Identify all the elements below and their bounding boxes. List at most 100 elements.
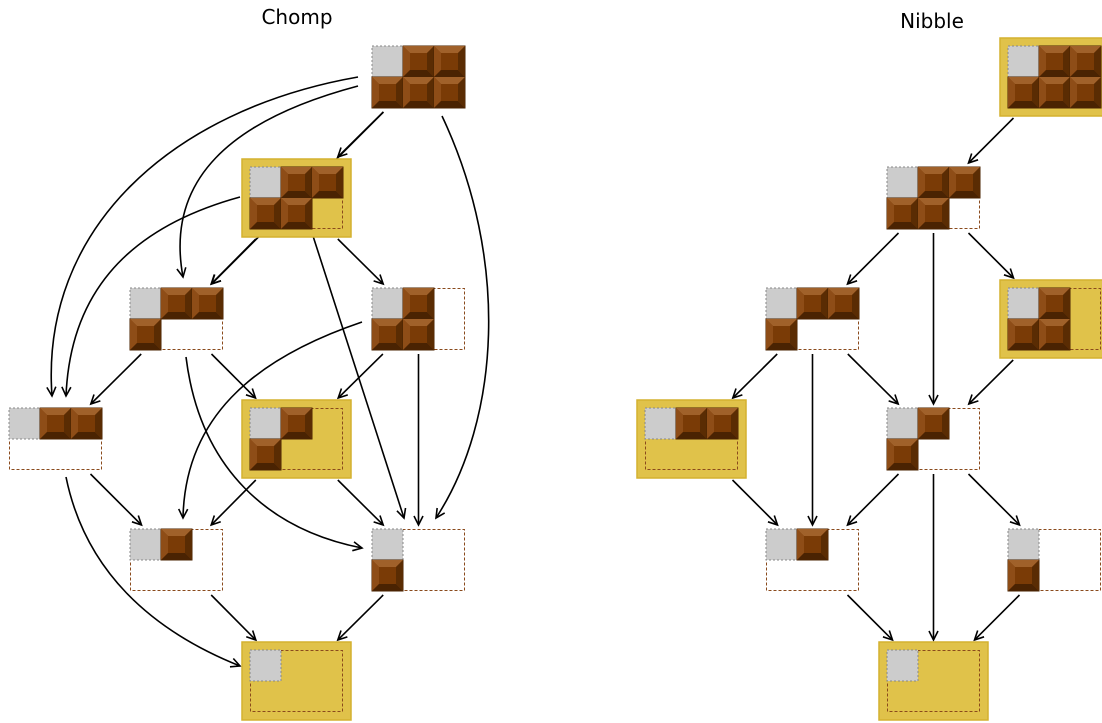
chocolate-square [886,438,919,471]
chocolate-square [917,407,950,440]
chocolate-square [70,407,103,440]
move-arrow-c4-c6 [89,473,143,527]
chocolate-square [249,438,282,471]
chocolate-square [706,407,739,440]
chocolate-square [280,407,313,440]
poison-square [371,45,404,78]
chocolate-square [1069,45,1102,78]
chocolate-square [433,76,466,109]
chocolate-square [371,318,404,351]
move-arrow-c2-c7 [185,356,364,552]
position-node-n2 [765,287,860,351]
move-arrow-n3-n5 [967,359,1014,406]
chocolate-square [371,76,404,109]
move-arrow-c7-c8 [336,594,384,642]
chocolate-square [129,318,162,351]
chocolate-square [1007,559,1040,592]
poison-square [249,166,282,199]
chocolate-square [249,197,282,230]
poison-square [8,407,41,440]
position-node-n3 [999,279,1102,359]
chocolate-square [371,559,404,592]
move-arrow-c2-c4 [89,353,142,406]
position-node-n7 [1007,528,1101,592]
poison-square [249,407,282,440]
position-node-c0 [371,45,466,109]
position-node-n6 [765,528,859,591]
poison-square [765,287,798,320]
chocolate-square [1007,318,1040,351]
move-arrow-n1-n3 [967,232,1015,280]
position-node-c6 [129,528,223,591]
chocolate-square [1007,76,1040,109]
move-arrow-c2-c5 [210,353,257,400]
poison-square [371,287,404,320]
position-node-n0 [999,37,1102,117]
move-arrow-n1-n2 [846,232,900,286]
position-node-c7 [371,528,465,592]
move-arrow-c4-c8 [65,476,242,668]
move-arrow-c1-c3 [337,238,385,286]
chocolate-square [433,45,466,78]
chocolate-square [675,407,708,440]
move-arrow-c0-c3 [176,85,359,279]
chocolate-square [917,197,950,230]
chocolate-square [917,166,950,199]
move-arrow-n6-n8 [846,594,894,642]
chocolate-square [280,197,313,230]
chocolate-square [160,528,193,561]
move-arrow-c0-c4 [46,76,359,398]
chocolate-square [280,166,313,199]
chocolate-square [886,197,919,230]
chocolate-square [948,166,981,199]
poison-square [644,407,677,440]
chocolate-square [765,318,798,351]
position-node-n5 [886,407,980,471]
poison-square [765,528,798,561]
move-arrow-c0-c7 [435,115,490,520]
move-arrow-n2-n4 [731,353,778,400]
chocolate-square [402,45,435,78]
position-node-c8 [241,641,352,721]
move-arrow-n4-n6 [731,479,779,527]
chocolate-square [796,528,829,561]
chocolate-square [402,318,435,351]
position-node-c4 [8,407,103,470]
move-arrow-c5-c6 [209,479,257,527]
nodes-layer [8,37,1102,721]
chocolate-square [39,407,72,440]
chocolate-square [796,287,829,320]
move-arrow-n2-n5 [847,353,900,406]
chomp-title: Chomp [261,5,332,29]
chocolate-square [402,76,435,109]
position-node-c2 [129,287,224,351]
poison-square [371,528,404,561]
poison-square [886,649,919,682]
move-arrow-c1-c2 [209,238,257,286]
position-node-c1 [241,158,352,238]
move-arrow-c3-c6 [177,321,363,520]
chocolate-square [402,287,435,320]
chocolate-square [311,166,344,199]
poison-square [886,407,919,440]
chocolate-square [160,287,193,320]
position-node-c3 [371,287,465,351]
move-arrow-c1-c4 [61,196,241,398]
move-arrow-n5-n6 [846,473,900,527]
chocolate-square [1038,287,1071,320]
chocolate-square [1038,318,1071,351]
chocolate-square [1038,76,1071,109]
poison-square [886,166,919,199]
move-arrow-n5-n7 [967,473,1021,527]
poison-square [129,287,162,320]
move-arrow-n0-n1 [967,117,1015,165]
chocolate-square [1069,76,1102,109]
position-node-n4 [636,399,747,479]
move-arrow-c5-c7 [337,479,385,527]
poison-square [249,649,282,682]
position-node-n1 [886,166,981,230]
nibble-title: Nibble [900,9,964,33]
chocolate-square [1038,45,1071,78]
poison-square [129,528,162,561]
poison-square [1007,287,1040,320]
